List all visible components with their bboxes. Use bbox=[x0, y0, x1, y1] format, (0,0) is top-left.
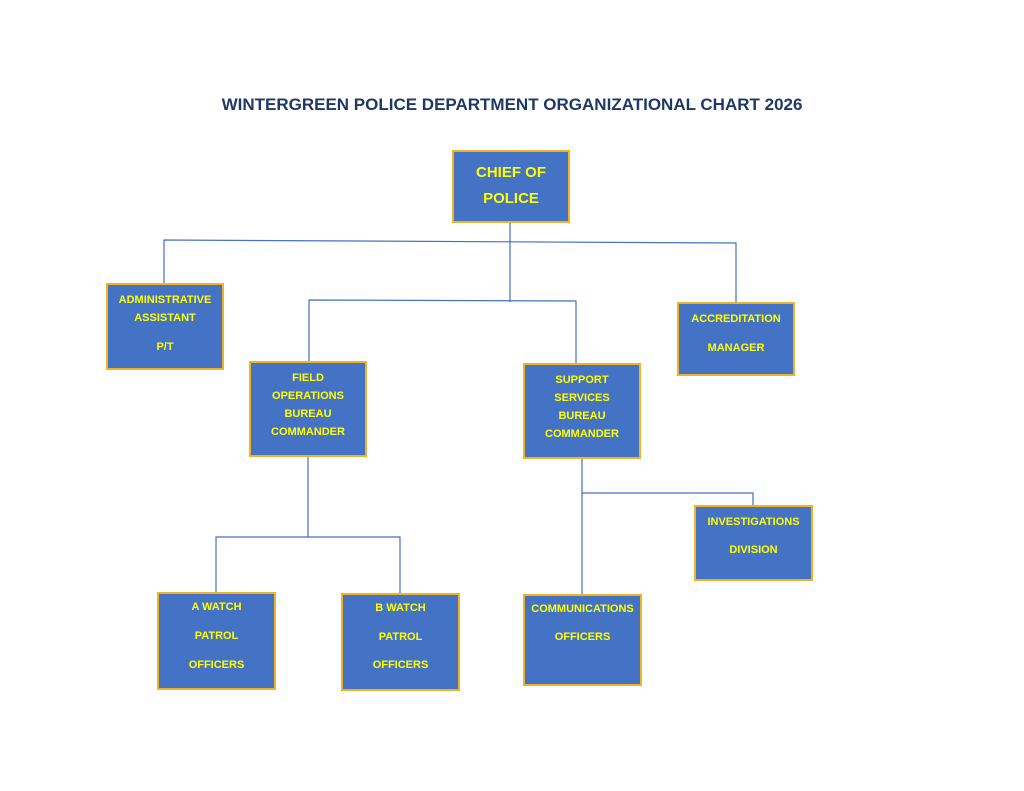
support-line1: SUPPORT bbox=[555, 374, 609, 386]
field-line1: FIELD bbox=[292, 372, 324, 384]
chief-line1: CHIEF OF bbox=[476, 164, 546, 181]
chief-line2: POLICE bbox=[483, 190, 539, 207]
a-watch-line1: A WATCH bbox=[191, 601, 242, 613]
chief-of-police-box: CHIEF OF POLICE bbox=[452, 150, 570, 223]
support-line3: BUREAU bbox=[558, 410, 606, 422]
support-line2: SERVICES bbox=[554, 392, 610, 404]
a-watch-line3: OFFICERS bbox=[188, 659, 245, 671]
field-line2: OPERATIONS bbox=[272, 390, 344, 402]
admin-line3: P/T bbox=[156, 341, 174, 353]
admin-line2: ASSISTANT bbox=[134, 312, 196, 324]
investigations-division-box: INVESTIGATIONS DIVISION bbox=[694, 505, 813, 581]
investigations-line2: DIVISION bbox=[729, 544, 778, 556]
a-watch-line2: PATROL bbox=[194, 630, 239, 642]
investigations-line1: INVESTIGATIONS bbox=[707, 516, 800, 528]
field-line4: COMMANDER bbox=[271, 426, 345, 438]
accreditation-manager-box: ACCREDITATION MANAGER bbox=[677, 302, 795, 376]
b-watch-line2: PATROL bbox=[378, 631, 423, 643]
communications-line2: OFFICERS bbox=[554, 631, 611, 643]
communications-line1: COMMUNICATIONS bbox=[531, 603, 634, 615]
accreditation-line2: MANAGER bbox=[707, 342, 765, 354]
chart-title: WINTERGREEN POLICE DEPARTMENT ORGANIZATI… bbox=[221, 95, 803, 114]
b-watch-line3: OFFICERS bbox=[372, 659, 429, 671]
field-line3: BUREAU bbox=[284, 408, 332, 420]
connector-top-bus bbox=[163, 239, 737, 302]
communications-box: COMMUNICATIONS OFFICERS bbox=[523, 594, 642, 686]
b-watch-box: B WATCH PATROL OFFICERS bbox=[341, 593, 460, 691]
administrative-assistant-box: ADMINISTRATIVE ASSISTANT P/T bbox=[106, 283, 224, 370]
connector-bureau-bus bbox=[308, 299, 577, 364]
accreditation-line1: ACCREDITATION bbox=[691, 313, 781, 325]
support-services-box: SUPPORT SERVICES BUREAU COMMANDER bbox=[523, 363, 641, 459]
field-operations-box: FIELD OPERATIONS BUREAU COMMANDER bbox=[249, 361, 367, 457]
admin-line1: ADMINISTRATIVE bbox=[118, 294, 212, 306]
b-watch-line1: B WATCH bbox=[375, 602, 426, 614]
a-watch-box: A WATCH PATROL OFFICERS bbox=[157, 592, 276, 690]
connector-watch-bus bbox=[215, 536, 401, 594]
support-line4: COMMANDER bbox=[545, 428, 619, 440]
connector-investigations bbox=[582, 492, 754, 506]
